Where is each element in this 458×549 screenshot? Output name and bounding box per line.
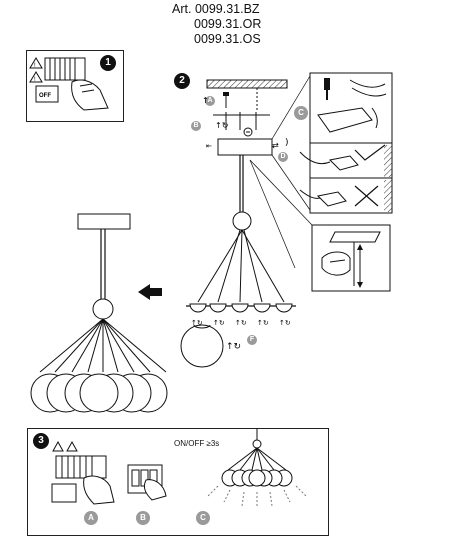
arrow-left-icon [138,284,162,300]
svg-text:↑↻: ↑↻ [279,319,291,327]
height-adjust-panel [311,224,391,292]
step3-number: 3 [33,433,49,449]
article-code-bz: 0099.31.BZ [194,2,260,16]
arrow-a-icon: ↑ [202,96,209,105]
article-code-os: 0099.31.OS [194,32,261,46]
svg-text:↑↻: ↑↻ [226,342,241,352]
step3-onoff-text: ON/OFF ≥3s [174,439,220,448]
svg-text:!: ! [34,63,36,69]
svg-text:↑↻: ↑↻ [213,319,225,327]
bulb-sockets [189,303,293,313]
wall-switch-icon [127,464,167,501]
tag-d: D [278,152,288,162]
svg-text:↑↻: ↑↻ [235,319,247,327]
glass-globe [180,324,224,368]
assembled-chandelier [30,213,168,413]
pendant-arms [197,229,285,303]
step2-number: 2 [174,73,190,89]
step3-illustration [51,428,307,508]
breaker-panel-icon: OFF [35,57,86,103]
svg-text:!: ! [34,77,36,83]
ceiling-icon [206,79,288,89]
article-header: Art. 0099.31.BZ 0099.31.OR 0099.31.OS [172,2,261,47]
breaker-off-label: OFF [39,93,51,99]
svg-text:): ) [285,138,289,148]
svg-text:↑↻: ↑↻ [191,319,203,327]
article-prefix: Art. [172,2,192,16]
step1-number: 1 [100,55,116,71]
rotate-b-icon: ↑↻ [215,121,228,130]
tag-b: B [191,121,201,131]
step3-tag-a: A [84,511,98,525]
wiring-detail-panel [299,72,393,214]
hand-icon [71,79,109,111]
step1-illustration: ! ! OFF [29,57,109,111]
step3-tag-b: B [136,511,150,525]
article-line-1: Art. 0099.31.BZ [172,2,261,17]
tag-a: A [205,96,215,106]
svg-text:⇤: ⇤ [206,142,212,150]
arrow-up-rotate-row: ↑↻ ↑↻ ↑↻ ↑↻ ↑↻ [191,319,291,327]
warning-icon: ! ! [29,57,43,83]
mounting-screws [213,88,270,137]
step3-tag-c: C [196,511,210,525]
canopy [217,138,273,156]
tag-f: F [247,335,257,345]
tag-c: C [294,106,308,120]
screwdriver-icon [324,78,330,100]
article-code-or: 0099.31.OR [194,17,262,31]
svg-text:↑↻: ↑↻ [257,319,269,327]
rotate-d-icon: ⇄ [272,141,279,150]
